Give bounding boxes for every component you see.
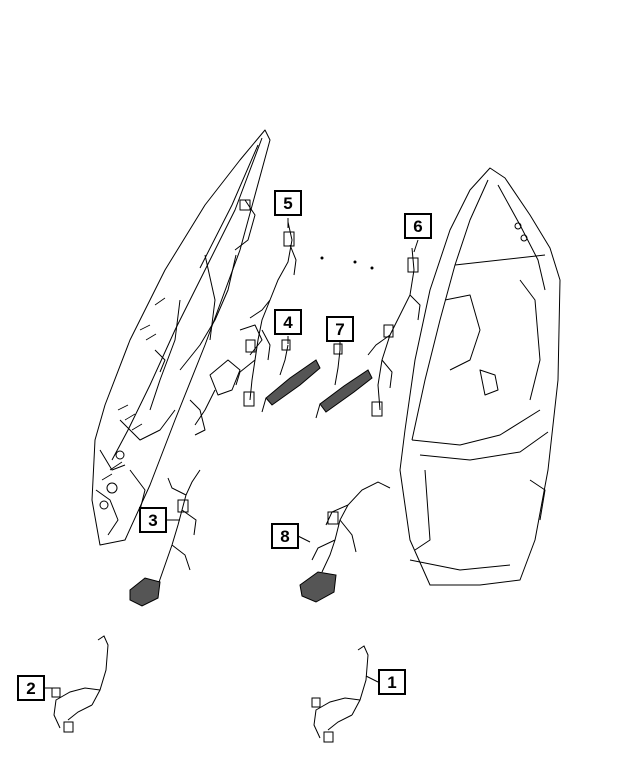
harness-1 bbox=[311, 645, 369, 743]
callout-2[interactable]: 2 bbox=[17, 675, 45, 701]
front-door-harness-hatch bbox=[101, 297, 166, 481]
harness-2 bbox=[51, 635, 109, 733]
callout-1[interactable]: 1 bbox=[378, 669, 406, 695]
callout-5[interactable]: 5 bbox=[274, 190, 302, 216]
rear-door-panel bbox=[399, 167, 561, 586]
callout-6[interactable]: 6 bbox=[404, 213, 432, 239]
harness-6 bbox=[367, 247, 421, 417]
callout-3[interactable]: 3 bbox=[139, 507, 167, 533]
leader-lines bbox=[44, 218, 419, 689]
harness-3 bbox=[129, 469, 201, 607]
front-door-inner-panel bbox=[91, 129, 271, 546]
harness-8 bbox=[299, 481, 391, 603]
fasteners bbox=[320, 256, 374, 270]
harness-5 bbox=[235, 221, 297, 407]
callout-4[interactable]: 4 bbox=[274, 309, 302, 335]
harness-4 bbox=[261, 339, 321, 413]
harness-7 bbox=[315, 343, 373, 419]
callout-8[interactable]: 8 bbox=[271, 523, 299, 549]
callout-7[interactable]: 7 bbox=[326, 316, 354, 342]
